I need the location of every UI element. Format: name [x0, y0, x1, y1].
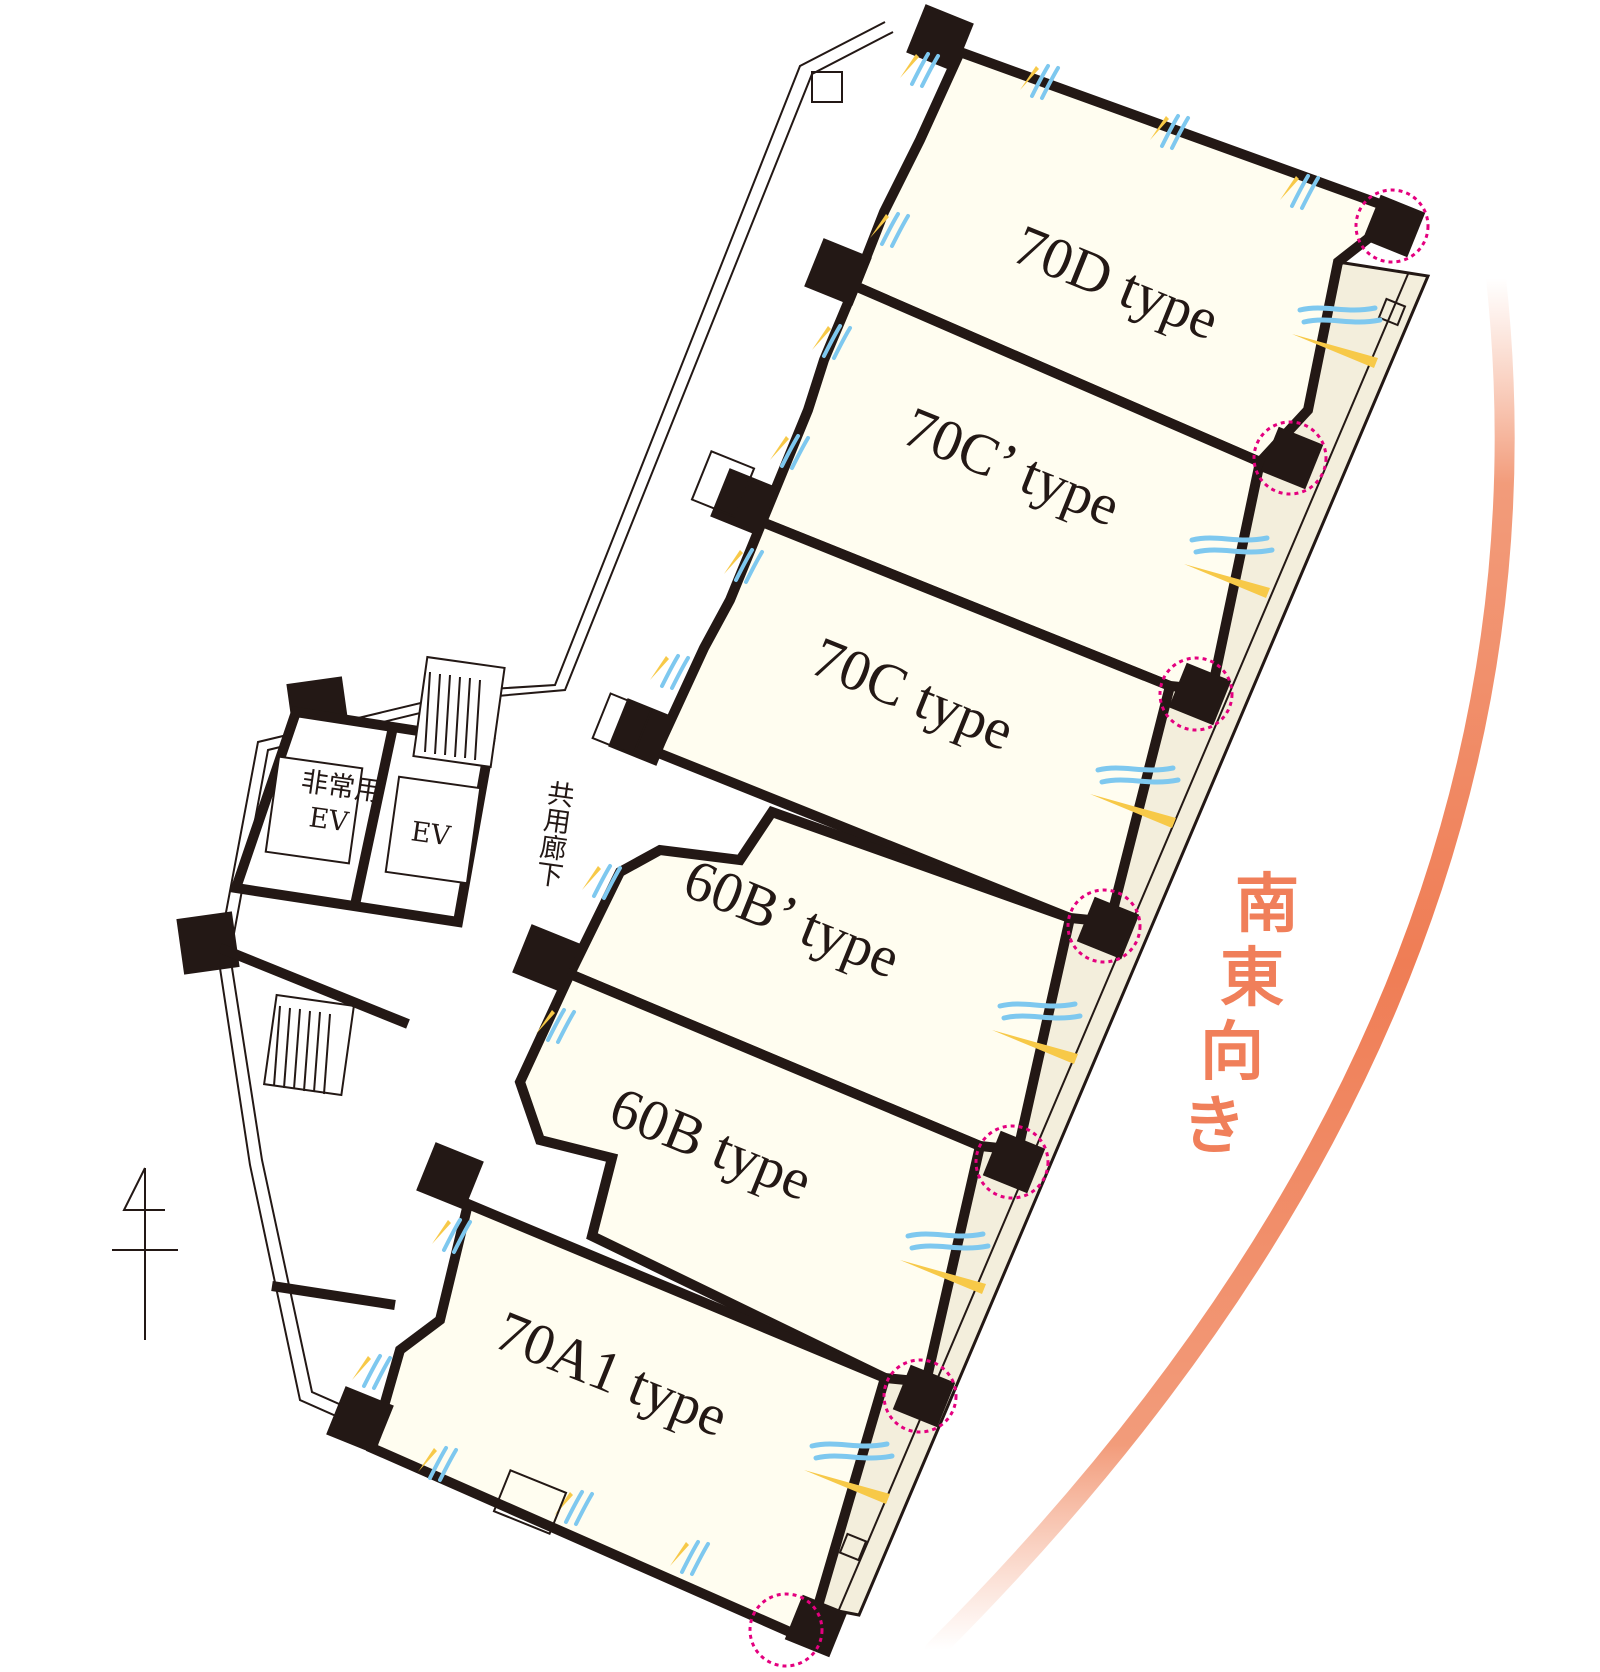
orientation-char-4: き [1182, 1090, 1246, 1164]
ev-label: EV [409, 816, 453, 852]
elevator-core [229, 706, 496, 928]
entrance-alcoves [492, 71, 843, 1535]
orientation-arc [925, 268, 1515, 1660]
orientation-char-1: 南 [1235, 868, 1299, 942]
orientation-char-3: 向 [1200, 1016, 1264, 1090]
core-wall [271, 1281, 396, 1310]
drain-box [838, 1532, 868, 1562]
stair-icon [262, 655, 506, 1097]
unit-70C[interactable] [649, 515, 1176, 928]
drain-box [1377, 297, 1407, 327]
north-arrow-icon [112, 1167, 178, 1340]
corridor-label: 共用廊下 [530, 778, 576, 890]
emergency-ev-label-line2: EV [307, 802, 351, 838]
unit-60B[interactable] [514, 967, 986, 1388]
corridor-outline-inner [228, 31, 894, 1431]
column-marker-icon [748, 188, 1430, 1668]
orientation-char-2: 東 [1220, 942, 1284, 1016]
core-wall [218, 943, 410, 1029]
columns [176, 4, 1426, 1658]
